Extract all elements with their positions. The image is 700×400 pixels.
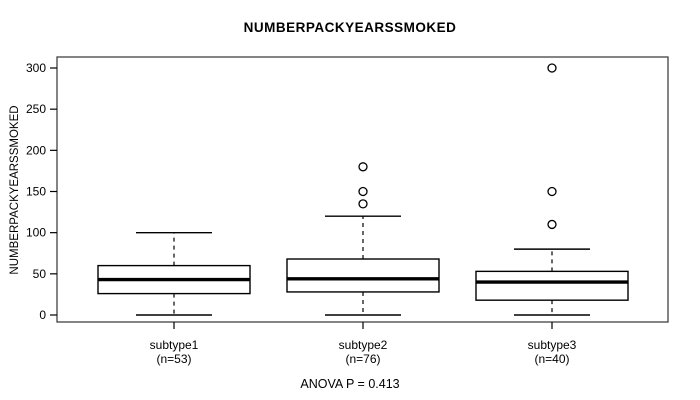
outlier-point [547, 219, 557, 230]
outlier-point [358, 186, 368, 197]
y-tick-label: 300 [26, 61, 46, 75]
boxplot-group-subtype3 [475, 63, 629, 316]
anova-annotation: ANOVA P = 0.413 [300, 377, 399, 391]
iqr-box [475, 270, 629, 301]
group-label: subtype1 [150, 338, 199, 352]
y-axis-label: NUMBERPACKYEARSSMOKED [9, 105, 21, 274]
group-label: subtype2 [339, 338, 388, 352]
group-label: subtype3 [528, 338, 577, 352]
group-sublabel: (n=76) [345, 352, 380, 366]
iqr-box [286, 258, 440, 293]
chart-title: NUMBERPACKYEARSSMOKED [244, 20, 457, 35]
outlier-point [547, 63, 557, 73]
boxplot-group-subtype1 [97, 231, 251, 316]
y-tick-label: 50 [33, 267, 47, 281]
outlier-point [358, 199, 368, 209]
boxplot-group-subtype2 [286, 162, 440, 316]
group-sublabel: (n=40) [534, 352, 569, 366]
y-tick-label: 150 [26, 185, 46, 199]
y-tick-label: 100 [26, 226, 46, 240]
outlier-point [547, 186, 557, 197]
outlier-point [358, 162, 368, 172]
x-axis-labels: subtype1(n=53) subtype2(n=76) subtype3(n=4… [150, 322, 577, 366]
boxplots [97, 63, 629, 316]
y-tick-label: 200 [26, 143, 46, 157]
y-tick-label: 250 [26, 102, 46, 116]
group-sublabel: (n=53) [156, 352, 191, 366]
y-tick-label: 0 [39, 308, 46, 322]
